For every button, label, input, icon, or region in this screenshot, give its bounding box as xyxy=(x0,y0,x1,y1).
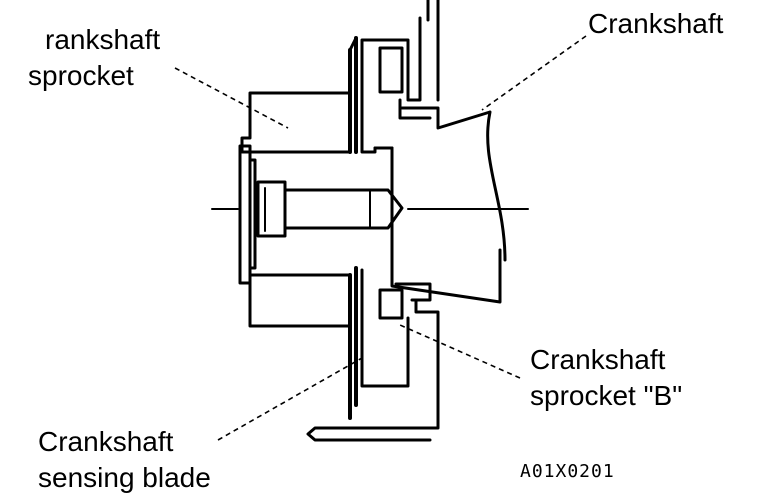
label-crankshaft-sprocket-line1: rankshaft xyxy=(45,24,161,55)
crankshaft-body xyxy=(390,106,507,304)
leader-sprocket-b xyxy=(399,324,521,379)
bolt-shank xyxy=(283,188,404,230)
housing-lower xyxy=(306,298,440,442)
leader-crankshaft-sprocket xyxy=(174,67,289,129)
crankshaft-sprocket-upper xyxy=(240,91,352,154)
label-crankshaft-sprocket-line2: sprocket xyxy=(28,60,134,91)
figure-code: A01X0201 xyxy=(520,461,615,482)
label-sprocket-b-line2: sprocket "B" xyxy=(530,380,683,411)
housing-upper xyxy=(426,0,440,102)
label-crankshaft: Crankshaft xyxy=(588,8,724,39)
label-sensing-blade-line1: Crankshaft xyxy=(38,426,174,457)
bolt-head xyxy=(256,180,287,238)
crankshaft-sprocket-b-lower xyxy=(360,268,410,388)
washer xyxy=(238,144,252,285)
label-sprocket-b-line1: Crankshaft xyxy=(530,344,666,375)
crankshaft-sprocket-b-upper xyxy=(360,16,422,154)
label-sensing-blade-line2: sensing blade xyxy=(38,462,211,493)
leader-sensing-blade xyxy=(217,357,363,441)
leader-crankshaft xyxy=(481,35,587,111)
crankshaft-sprocket-lower xyxy=(248,273,352,328)
